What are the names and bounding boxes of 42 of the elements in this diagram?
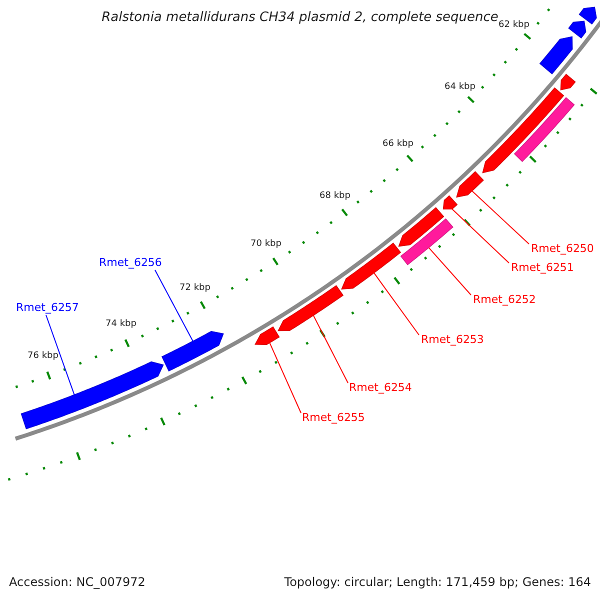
- gene-block: [341, 242, 402, 290]
- gene-label: Rmet_6254: [349, 382, 412, 393]
- gene-block: [278, 285, 344, 332]
- gene-block: [456, 171, 484, 198]
- leader-line: [46, 314, 75, 396]
- scale-label: 70 kbp: [250, 240, 282, 249]
- leader-line: [374, 272, 420, 336]
- leader-line: [154, 270, 194, 342]
- scale-label: 72 kbp: [180, 284, 210, 293]
- scale-label: 74 kbp: [106, 320, 136, 329]
- scale-label: 62 kbp: [498, 21, 530, 30]
- leader-line: [312, 314, 348, 384]
- gene-block: [568, 20, 586, 38]
- gene-block: [442, 195, 458, 210]
- leader-line: [428, 247, 472, 296]
- gene-block: [482, 87, 564, 174]
- gene-bar: [514, 97, 575, 162]
- footer-text: Topology: circular; Length: 171,459 bp; Genes: 164: [284, 576, 591, 588]
- gene-label: Rmet_6252: [473, 294, 536, 305]
- scale-label: 66 kbp: [382, 140, 414, 149]
- gene-block: [560, 74, 576, 90]
- title: Ralstonia metallidurans CH34 plasmid 2, complete sequence: [102, 11, 498, 24]
- gene-label: Rmet_6255: [302, 412, 365, 423]
- scale-label: 68 kbp: [320, 192, 350, 201]
- gene-block: [539, 36, 573, 74]
- gene-bar: [400, 218, 454, 266]
- gene-label: Rmet_6256: [99, 257, 162, 268]
- scale-label: 76 kbp: [28, 352, 58, 361]
- gene-block: [254, 326, 280, 345]
- gene-block: [398, 207, 444, 247]
- gene-block: [20, 361, 164, 430]
- footer-text: Accession: NC_007972: [9, 576, 146, 588]
- gene-label: Rmet_6251: [511, 262, 574, 273]
- scale-label: 64 kbp: [444, 83, 476, 92]
- gene-block: [578, 6, 597, 25]
- leader-line: [472, 190, 530, 244]
- gene-label: Rmet_6253: [421, 334, 484, 345]
- leader-line: [452, 208, 510, 264]
- leader-line: [269, 342, 302, 414]
- gene-label: Rmet_6257: [16, 302, 79, 313]
- gene-block: [161, 330, 224, 372]
- gene-label: Rmet_6250: [531, 243, 594, 254]
